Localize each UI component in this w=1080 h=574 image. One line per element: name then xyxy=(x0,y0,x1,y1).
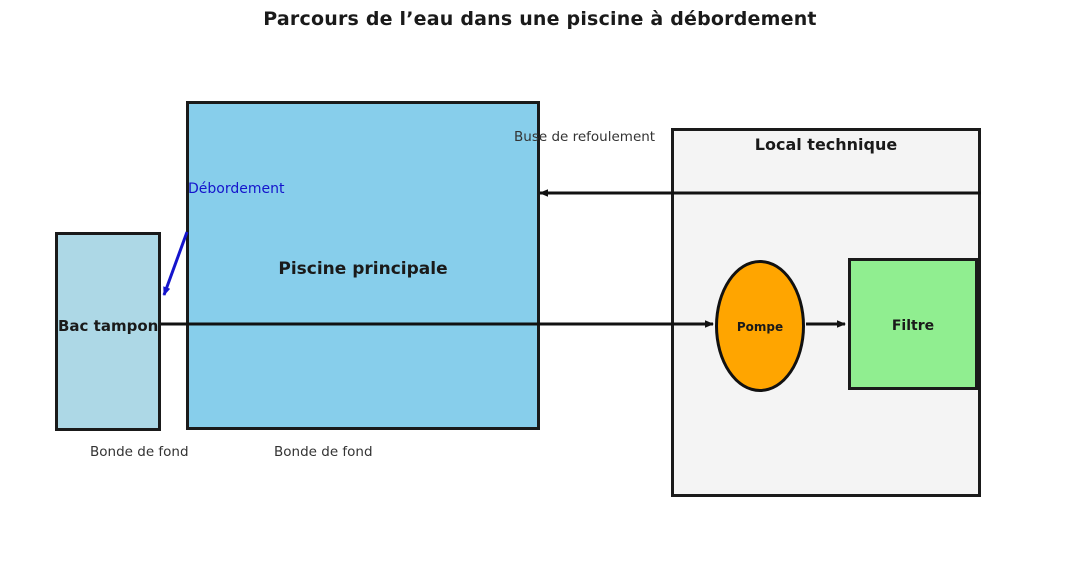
bottom-drain-tank-annotation: Bonde de fond xyxy=(90,444,189,460)
main-pool-box: Piscine principale xyxy=(186,101,540,430)
bottom-drain-pool-annotation: Bonde de fond xyxy=(274,444,373,460)
filter-label: Filtre xyxy=(891,318,935,334)
pump-label: Pompe xyxy=(736,320,784,334)
overflow-arrow xyxy=(162,231,189,296)
filter-box: Filtre xyxy=(848,258,978,390)
technical-room-label: Local technique xyxy=(754,135,898,154)
return-nozzle-annotation: Buse de refoulement xyxy=(514,129,656,145)
buffer-tank-label: Bac tampon xyxy=(58,317,159,335)
main-pool-label: Piscine principale xyxy=(278,259,448,279)
overflow-annotation: Débordement xyxy=(188,181,285,197)
pump-ellipse: Pompe xyxy=(715,260,805,392)
buffer-tank-box: Bac tampon xyxy=(55,232,161,431)
page-title: Parcours de l’eau dans une piscine à déb… xyxy=(263,8,817,30)
